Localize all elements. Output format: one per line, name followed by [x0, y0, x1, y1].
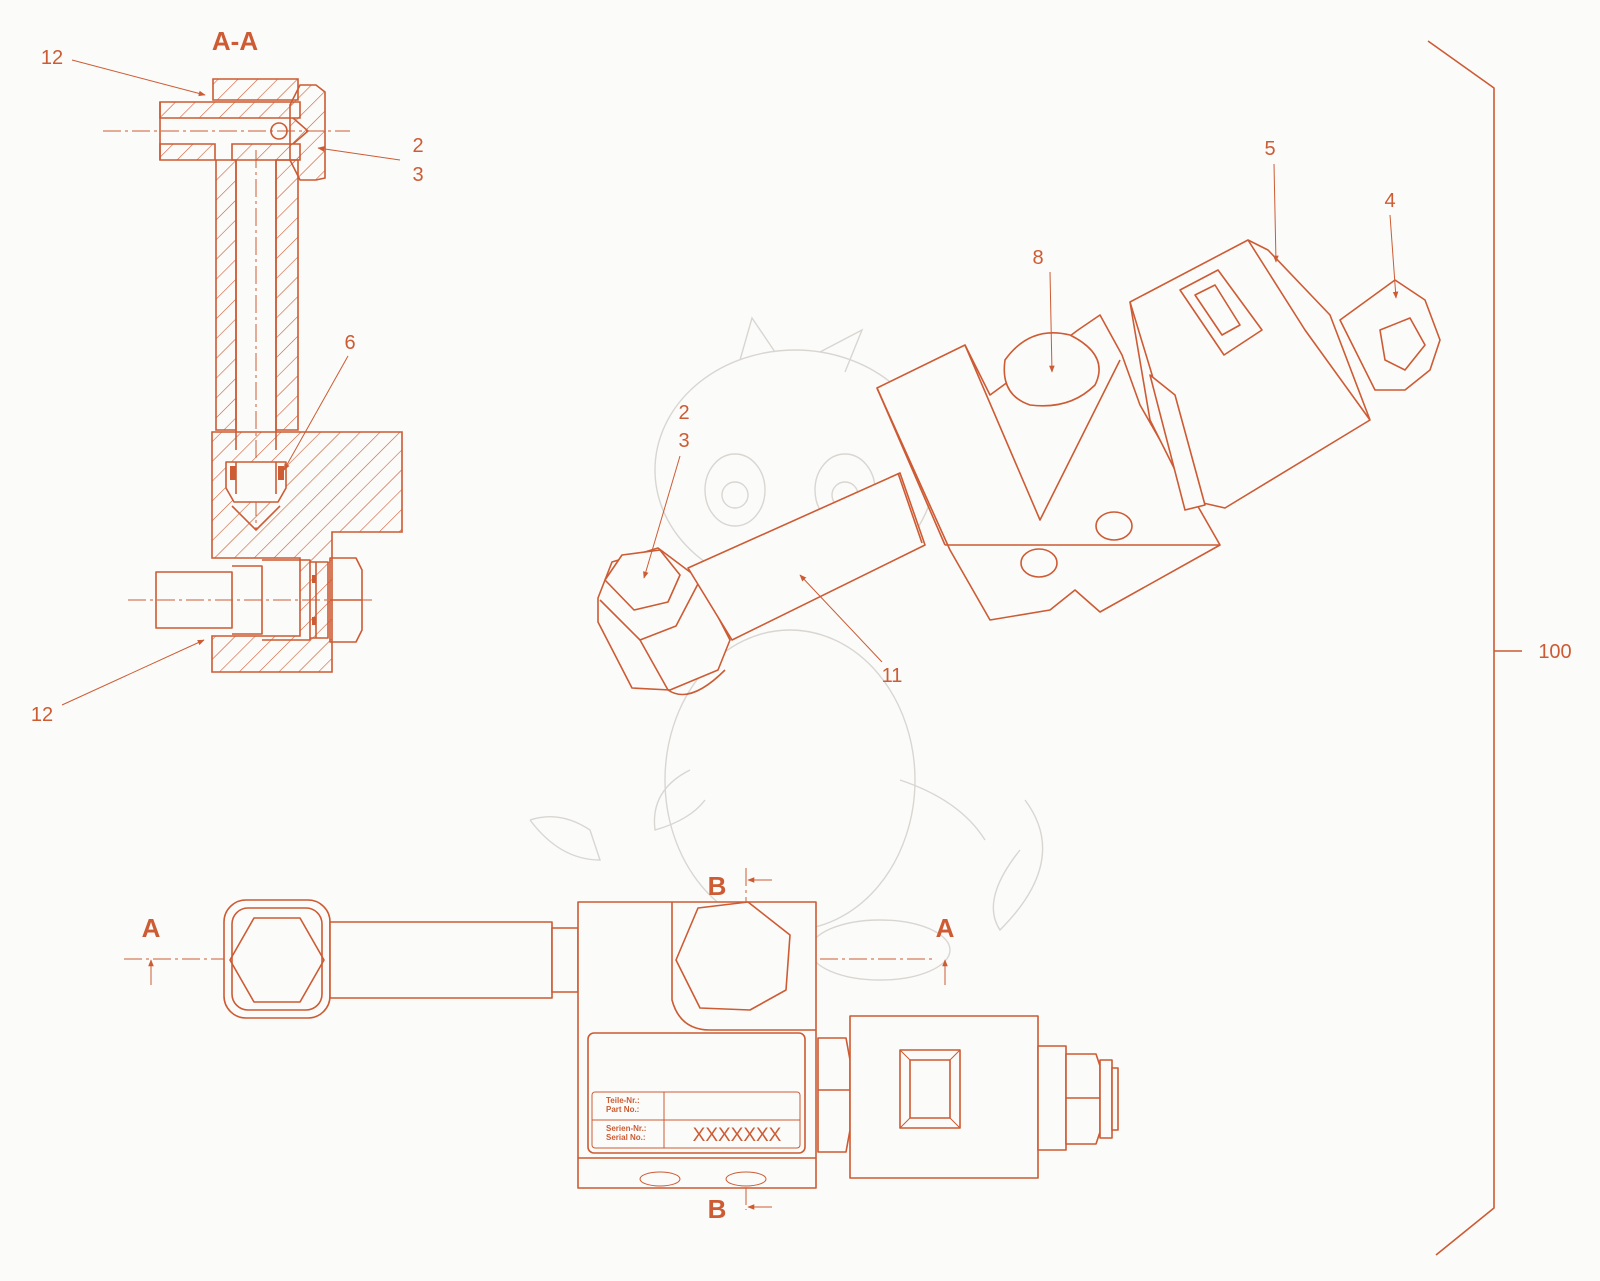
- section-label-a-right: A: [936, 913, 955, 943]
- section-label-b-top: B: [708, 871, 727, 901]
- nameplate-serial-no-en: Serial No.:: [606, 1133, 646, 1142]
- nameplate-serial-no-de: Serien-Nr.:: [606, 1124, 646, 1133]
- callout-12-bottom: 12: [31, 704, 53, 726]
- section-view-a-a: A-A 12 2: [31, 26, 424, 726]
- callout-12-top: 12: [41, 47, 63, 69]
- callout-3-iso: 3: [678, 430, 689, 452]
- callout-11: 11: [882, 665, 903, 687]
- callout-8: 8: [1032, 247, 1043, 269]
- nameplate-serial-value: XXXXXXX: [693, 1125, 782, 1146]
- front-view: A A B B Teile-Nr.: Part No.:: [124, 868, 1119, 1224]
- section-label-b-bottom: B: [708, 1194, 727, 1224]
- callout-100: 100: [1538, 641, 1571, 663]
- assembly-bracket: 100: [1427, 40, 1572, 1256]
- nameplate-part-no-de: Teile-Nr.:: [606, 1096, 640, 1105]
- section-label-a-left: A: [142, 913, 161, 943]
- isometric-view: 2 3 11 8 5 4: [597, 138, 1441, 696]
- callout-5: 5: [1264, 138, 1275, 160]
- iso-hex-nut: [597, 547, 731, 696]
- section-title-a-a: A-A: [212, 26, 258, 56]
- callout-2-iso: 2: [678, 402, 689, 424]
- callout-4: 4: [1384, 190, 1395, 212]
- callout-6: 6: [344, 332, 355, 354]
- nameplate-part-no-en: Part No.:: [606, 1105, 639, 1114]
- callout-3-section: 3: [412, 164, 423, 186]
- callout-2-section: 2: [412, 135, 423, 157]
- nameplate: Teile-Nr.: Part No.: Serien-Nr.: Serial …: [587, 1032, 806, 1154]
